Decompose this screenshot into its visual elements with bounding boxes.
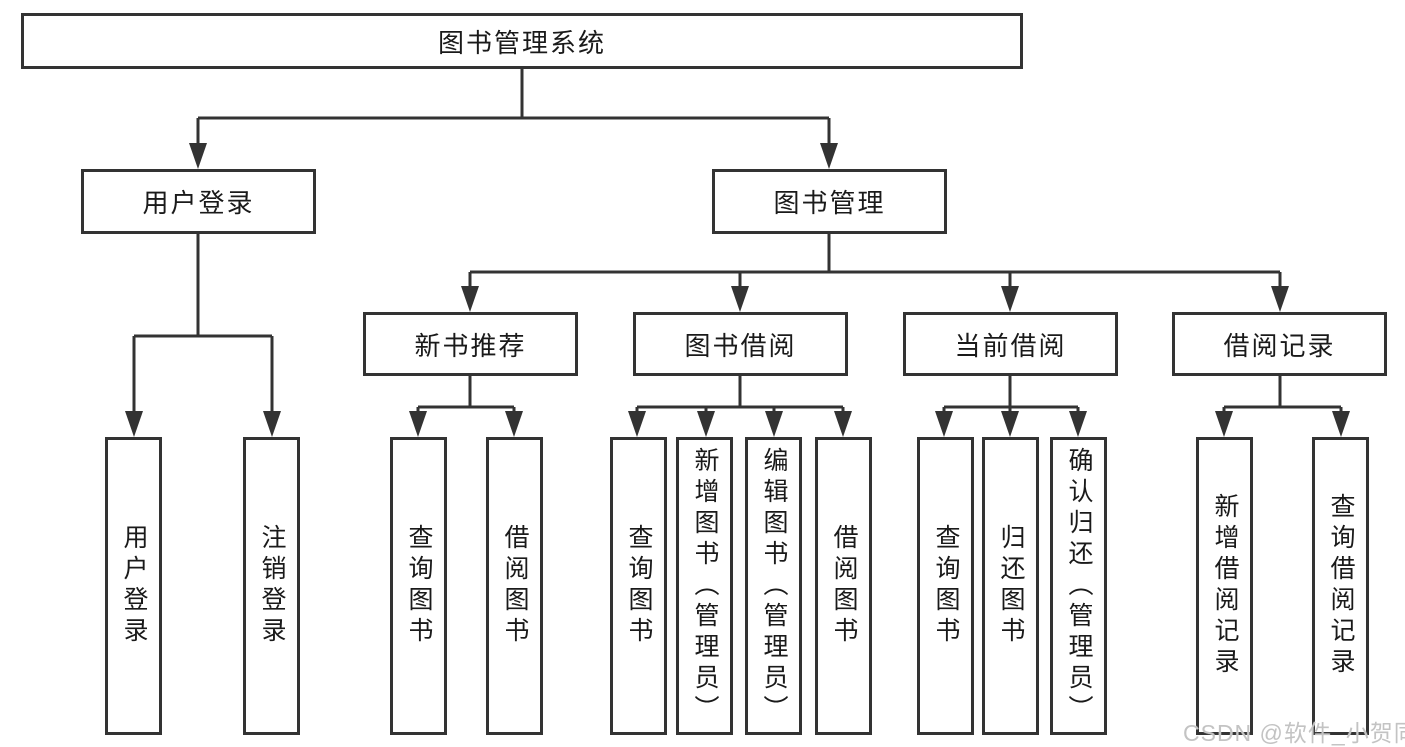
leaf-edit-book-admin: 编辑图书（管理员） — [745, 437, 802, 735]
leaf-add-borrow-record: 新增借阅记录 — [1196, 437, 1253, 735]
leaf-user-login-label: 用户登录 — [120, 524, 148, 648]
node-book-borrowing: 图书借阅 — [633, 312, 848, 376]
leaf-return-books: 归还图书 — [982, 437, 1039, 735]
leaf-query-books-recommend-label: 查询图书 — [405, 524, 433, 648]
leaf-user-login: 用户登录 — [105, 437, 162, 735]
node-new-book-recommend-label: 新书推荐 — [414, 330, 527, 361]
node-borrowing-records: 借阅记录 — [1172, 312, 1387, 376]
node-root-label: 图书管理系统 — [437, 27, 606, 58]
node-current-borrowing-label: 当前借阅 — [954, 330, 1067, 361]
node-new-book-recommend: 新书推荐 — [363, 312, 578, 376]
leaf-query-books-borrowing-label: 查询图书 — [625, 524, 653, 648]
node-current-borrowing: 当前借阅 — [903, 312, 1118, 376]
leaf-borrow-books: 借阅图书 — [815, 437, 872, 735]
leaf-add-book-admin-label: 新增图书（管理员） — [691, 446, 719, 726]
node-borrowing-records-label: 借阅记录 — [1223, 330, 1336, 361]
leaf-confirm-return-admin-label: 确认归还（管理员） — [1065, 446, 1093, 726]
leaf-logout: 注销登录 — [243, 437, 300, 735]
leaf-add-borrow-record-label: 新增借阅记录 — [1211, 493, 1239, 679]
node-root: 图书管理系统 — [21, 13, 1023, 69]
arrowheads — [125, 143, 1350, 437]
leaf-query-books-current-label: 查询图书 — [932, 524, 960, 648]
csdn-watermark: CSDN @软件_小贺同学 — [1183, 720, 1405, 746]
node-book-management: 图书管理 — [712, 169, 947, 234]
leaf-return-books-label: 归还图书 — [997, 524, 1025, 648]
node-user-login: 用户登录 — [81, 169, 316, 234]
leaf-add-book-admin: 新增图书（管理员） — [676, 437, 733, 735]
leaf-confirm-return-admin: 确认归还（管理员） — [1050, 437, 1107, 735]
leaf-query-books-recommend: 查询图书 — [390, 437, 447, 735]
leaf-logout-label: 注销登录 — [258, 524, 286, 648]
leaf-borrow-books-recommend-label: 借阅图书 — [501, 524, 529, 648]
leaf-query-books-borrowing: 查询图书 — [610, 437, 667, 735]
leaf-query-books-current: 查询图书 — [917, 437, 974, 735]
leaf-edit-book-admin-label: 编辑图书（管理员） — [760, 446, 788, 726]
leaf-query-borrow-record-label: 查询借阅记录 — [1327, 493, 1355, 679]
leaf-query-borrow-record: 查询借阅记录 — [1312, 437, 1369, 735]
leaf-borrow-books-recommend: 借阅图书 — [486, 437, 543, 735]
leaf-borrow-books-label: 借阅图书 — [830, 524, 858, 648]
node-book-management-label: 图书管理 — [773, 188, 886, 218]
node-user-login-label: 用户登录 — [142, 188, 255, 218]
node-book-borrowing-label: 图书借阅 — [684, 330, 797, 361]
connector-strokes — [132, 69, 1343, 414]
